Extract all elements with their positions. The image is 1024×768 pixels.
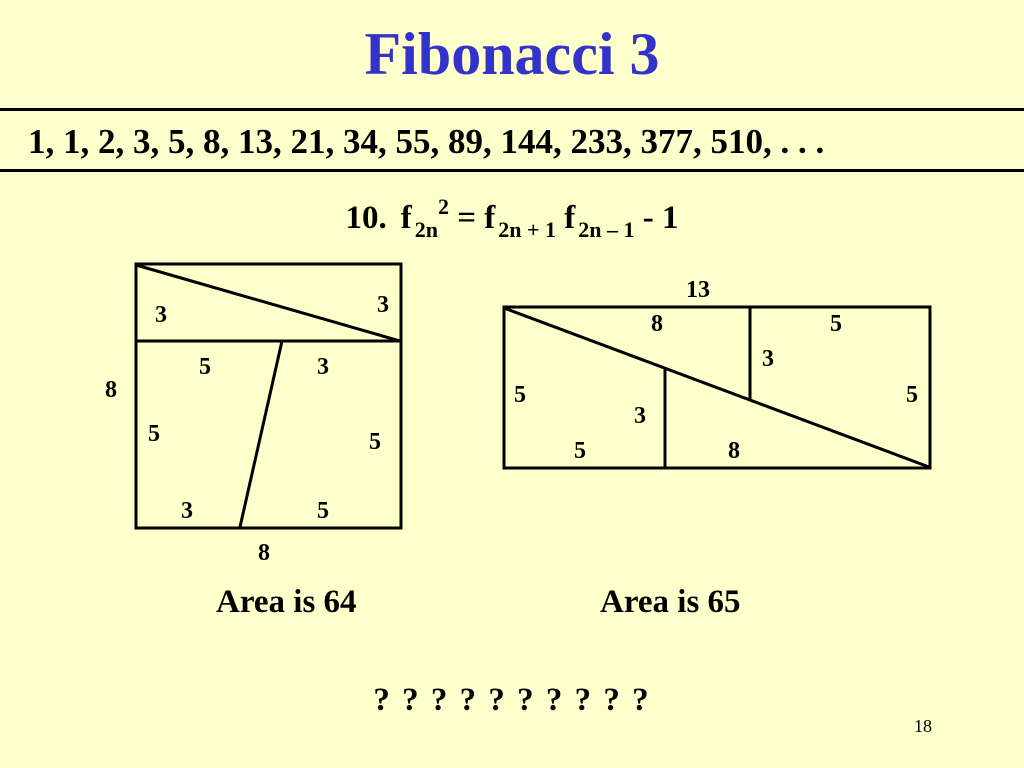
formula-f3: f [564, 200, 576, 236]
formula-tail: - 1 [642, 200, 679, 236]
square-label: 5 [148, 421, 160, 447]
formula-sub-b: 2n – 1 [578, 217, 635, 242]
square-area-caption: Area is 64 [216, 584, 357, 620]
square-diagonal [135, 263, 401, 343]
rectangle-label: 5 [830, 311, 842, 337]
rectangle-label: 5 [906, 382, 918, 408]
rectangle-outline [502, 305, 932, 470]
rectangle-label: 3 [762, 346, 774, 372]
square-label: 5 [199, 354, 211, 380]
formula-number: 10. [345, 200, 387, 236]
formula-sub-a: 2n + 1 [498, 217, 557, 242]
formula-sup-left: 2 [437, 194, 449, 219]
rectangle-labels: 13 8 5 3 5 5 3 5 8 [514, 277, 918, 464]
rectangle-diagonal [503, 306, 930, 469]
rectangle-label: 8 [728, 438, 740, 464]
square-label: 5 [369, 429, 381, 455]
rectangle-label: 13 [686, 277, 710, 303]
rectangle-label: 5 [574, 438, 586, 464]
rectangle-label: 3 [634, 403, 646, 429]
question-marks: ? ? ? ? ? ? ? ? ? ? [373, 682, 651, 718]
square-slanted-cut [238, 340, 284, 528]
page-number: 18 [914, 716, 932, 736]
square-outline [134, 262, 403, 530]
square-label: 3 [155, 302, 167, 328]
slide-title: Fibonacci 3 [364, 21, 660, 87]
rectangle-figure [502, 305, 932, 470]
rectangle-area-caption: Area is 65 [600, 584, 741, 620]
rectangle-label: 8 [651, 311, 663, 337]
formula-equals: = [457, 200, 477, 236]
bottom-rule [0, 169, 1024, 172]
square-label: 5 [317, 498, 329, 524]
formula-sub-left: 2n [414, 217, 438, 242]
square-figure [134, 262, 403, 530]
top-rule [0, 108, 1024, 111]
square-label: 3 [181, 498, 193, 524]
square-label: 3 [317, 354, 329, 380]
rectangle-label: 5 [514, 382, 526, 408]
formula-f2: f [484, 200, 496, 236]
square-labels: 3 3 5 3 8 5 5 3 5 8 [105, 292, 389, 566]
fibonacci-sequence: 1, 1, 2, 3, 5, 8, 13, 21, 34, 55, 89, 14… [28, 122, 825, 161]
formula-f1: f [400, 200, 412, 236]
square-label: 8 [258, 540, 270, 566]
square-label: 3 [377, 292, 389, 318]
square-label: 8 [105, 377, 117, 403]
